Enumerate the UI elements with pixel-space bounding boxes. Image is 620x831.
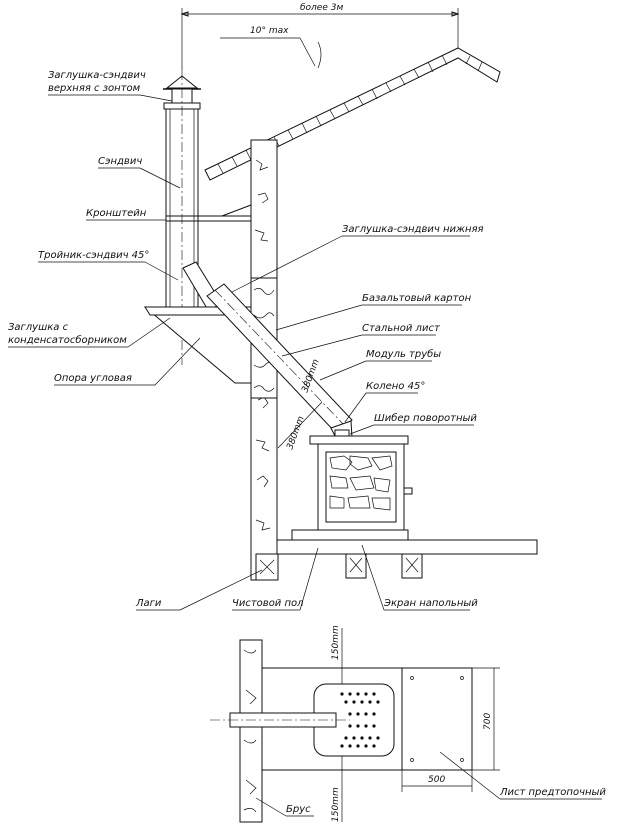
- chimney-outside: [143, 70, 252, 384]
- plan-view: 150mm 150mm 700 500 Брус Лист предтопочн…: [210, 625, 606, 823]
- label-elbow: Колено 45°: [366, 381, 425, 392]
- label-pipe-module: Модуль трубы: [366, 348, 441, 360]
- labels-bottom: Лаги Чистовой пол Экран напольный: [135, 544, 478, 611]
- roof: [204, 47, 501, 181]
- label-cap-condensate-2: конденсатосборником: [8, 334, 127, 346]
- label-pre-furnace-sheet: Лист предтопочный: [499, 787, 606, 798]
- label-bracket: Кронштейн: [86, 208, 147, 219]
- dim-plan-height: 700: [483, 713, 493, 730]
- label-cap-top-1: Заглушка-сэндвич: [48, 70, 146, 81]
- dim-plan-width: 500: [428, 775, 445, 785]
- label-steel-sheet: Стальной лист: [362, 323, 441, 334]
- labels-right: Заглушка-сэндвич нижняя Базальтовый карт…: [231, 224, 484, 435]
- dim-plan-bottom-gap: 150mm: [331, 787, 341, 822]
- label-cap-condensate-1: Заглушка с: [8, 322, 69, 333]
- label-finish-floor: Чистовой пол: [232, 598, 304, 609]
- label-damper: Шибер поворотный: [374, 412, 477, 424]
- label-tee: Тройник-сэндвич 45°: [38, 250, 149, 261]
- label-corner-support: Опора угловая: [54, 373, 132, 384]
- dim-pipe-len-2: 380mm: [285, 415, 306, 451]
- label-beam: Брус: [286, 804, 311, 815]
- pipe-through-wall: [206, 283, 353, 439]
- label-sandwich: Сэндвич: [98, 156, 142, 167]
- label-cap-bottom: Заглушка-сэндвич нижняя: [342, 224, 484, 235]
- dim-clearance: 10° max: [250, 26, 289, 36]
- label-floor-screen: Экран напольный: [383, 598, 478, 609]
- labels-left: Заглушка-сэндвич верхняя с зонтом Сэндви…: [8, 70, 201, 386]
- top-dimensions: более 3м 10° max: [180, 3, 460, 70]
- label-basalt-board: Базальтовый картон: [362, 293, 472, 304]
- floor: [255, 539, 538, 581]
- label-cap-top-2: верхняя с зонтом: [48, 83, 141, 94]
- stove: [291, 435, 413, 541]
- label-joists: Лаги: [135, 598, 162, 609]
- dim-top-span: более 3м: [300, 3, 343, 13]
- dim-plan-top-gap: 150mm: [331, 625, 341, 660]
